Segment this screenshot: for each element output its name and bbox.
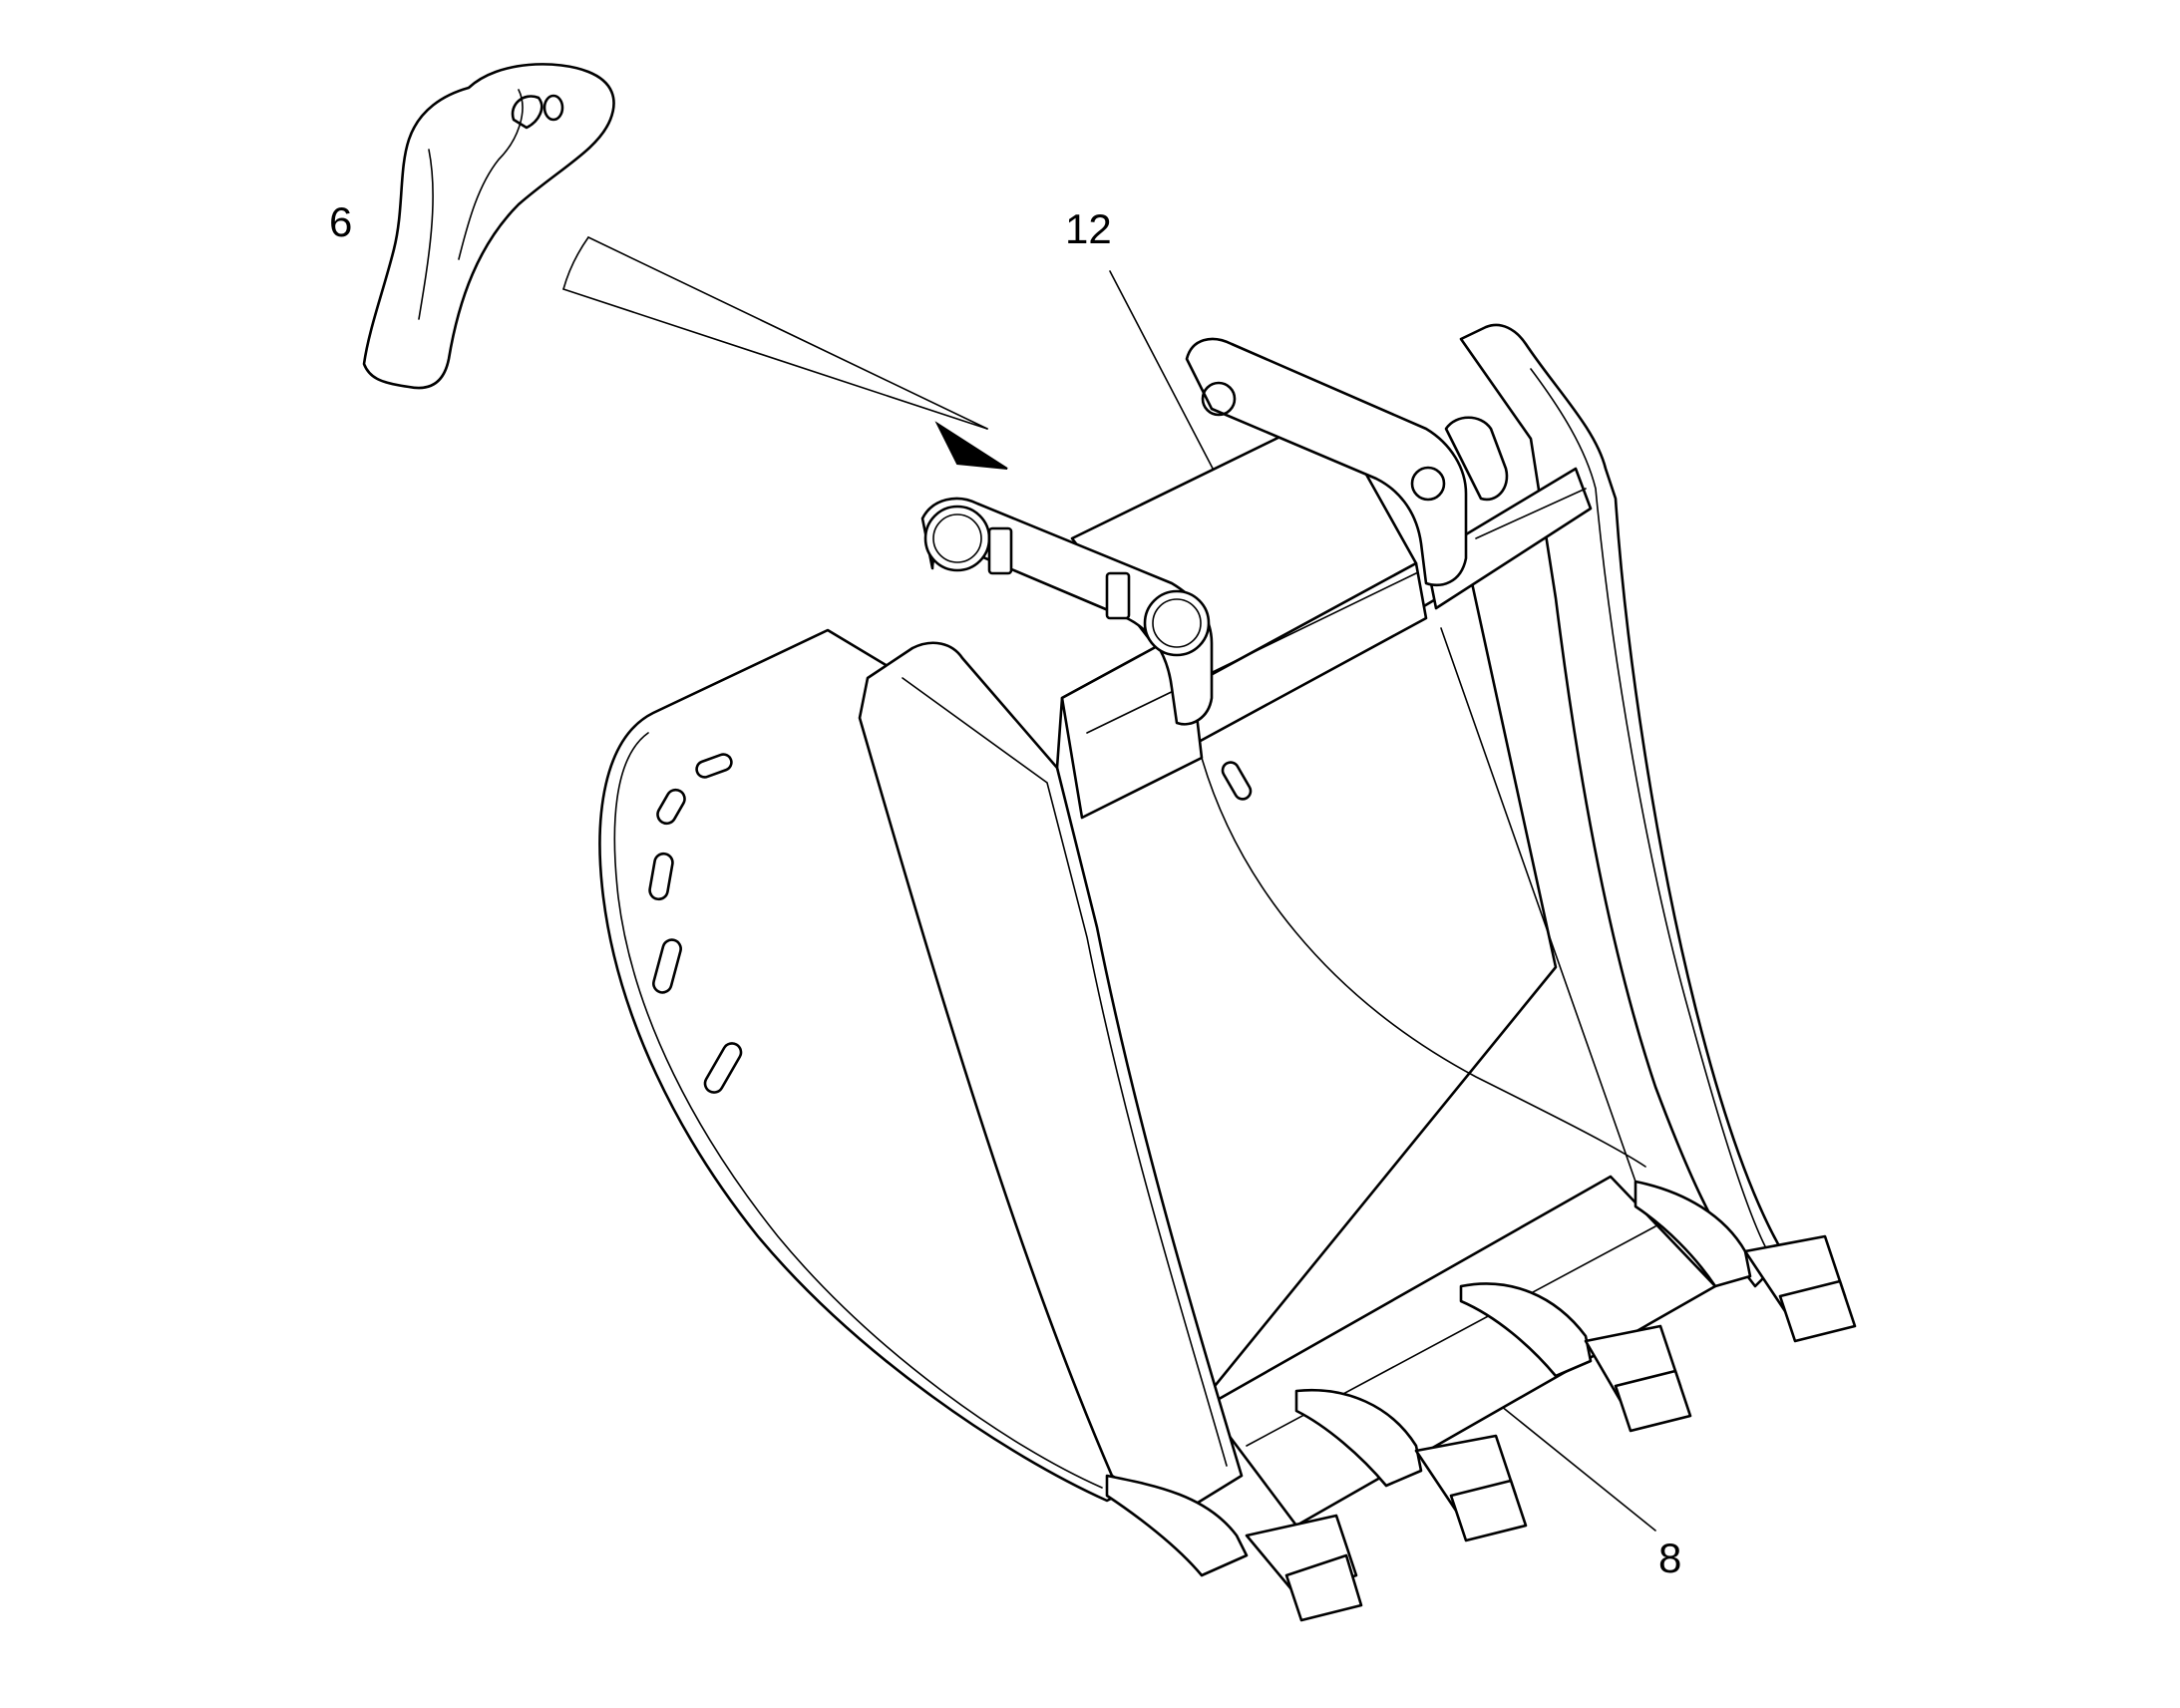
tooth-4 [1634,1180,1857,1343]
assembly-arrow [562,236,1008,470]
left-ear [920,497,1214,726]
callout-label-6: 6 [329,198,353,245]
tooth-3 [1459,1282,1692,1433]
teeth-part-8 [1105,1180,1857,1622]
leader-8 [1500,1405,1656,1532]
tooth-2 [1294,1388,1528,1542]
bucket-body [598,323,1787,1528]
right-ear [1185,337,1509,587]
callout-label-8: 8 [1658,1535,1682,1581]
callout-label-12: 12 [1065,205,1112,252]
tooth-1 [1105,1474,1363,1622]
tooth-tip-part-6 [362,63,615,390]
